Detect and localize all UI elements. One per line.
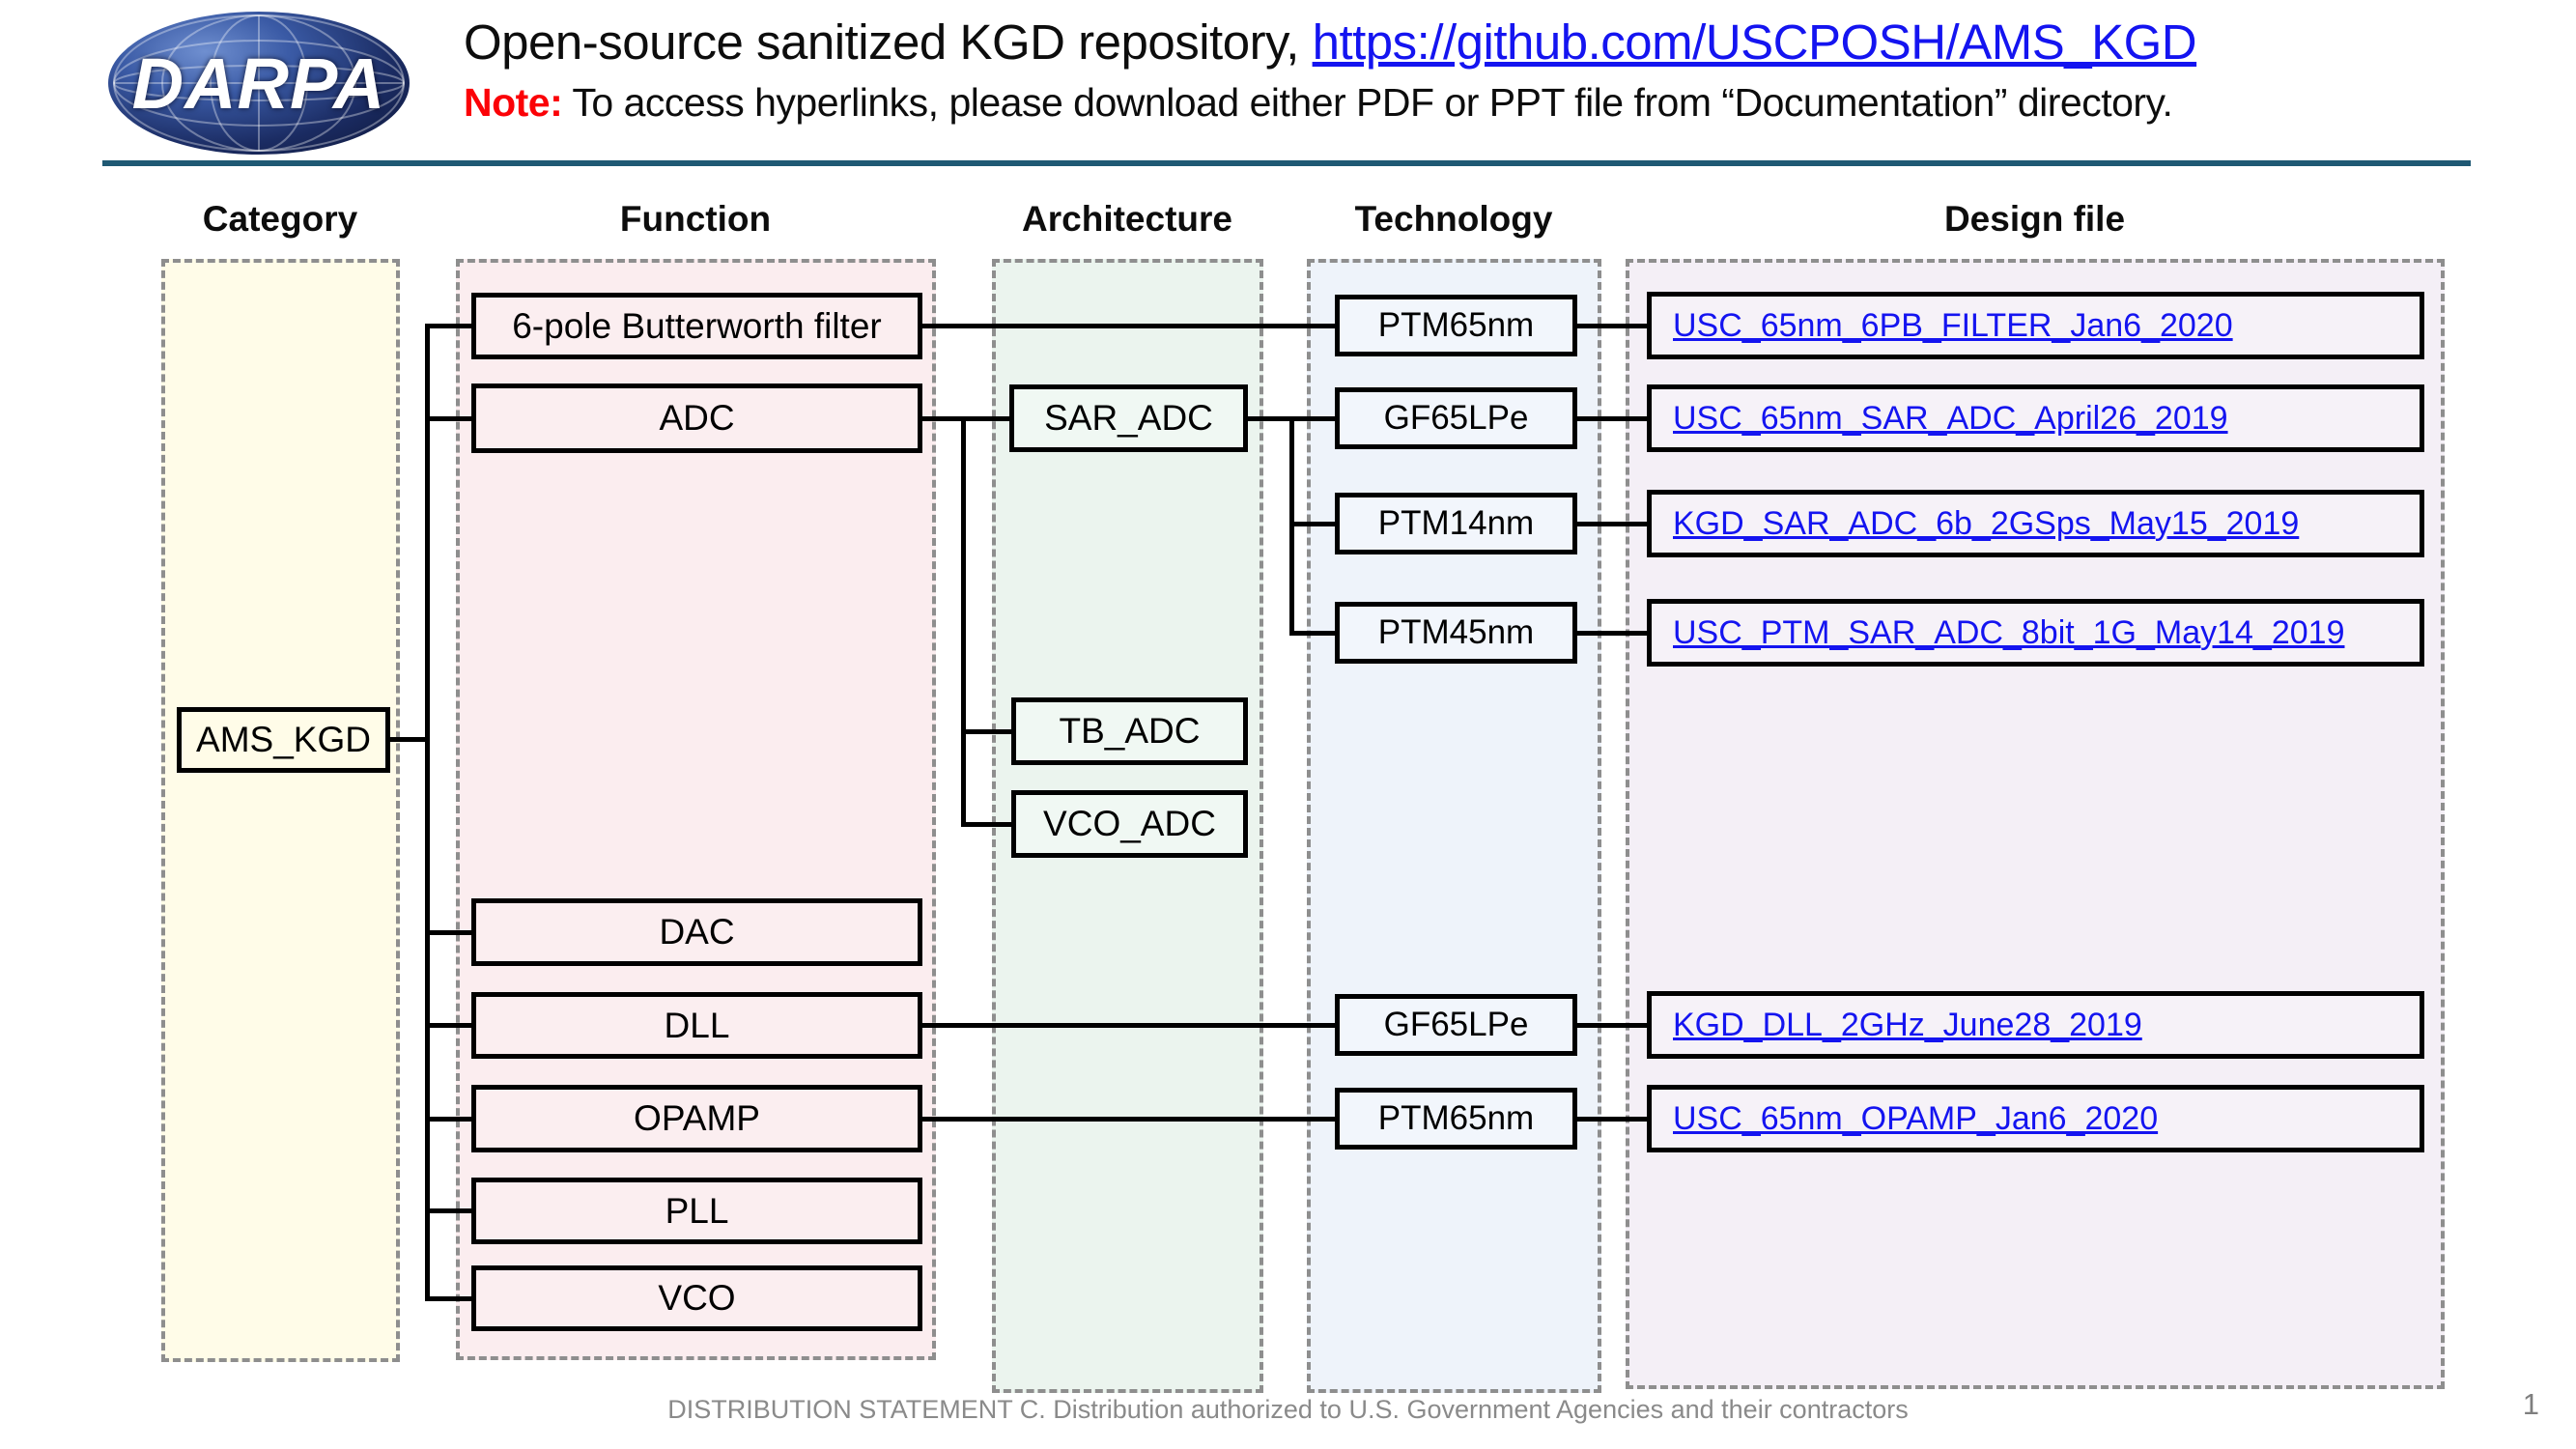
connector-sar-gf65 xyxy=(1248,416,1337,421)
node-file-opamp: USC_65nm_OPAMP_Jan6_2020 xyxy=(1647,1085,2424,1152)
node-vco-adc: VCO_ADC xyxy=(1011,790,1248,858)
node-tech-ptm45nm: PTM45nm xyxy=(1335,602,1577,664)
node-opamp: OPAMP xyxy=(471,1085,922,1152)
darpa-logo-text: DARPA xyxy=(131,43,386,124)
design-file-link-sar-adc[interactable]: USC_65nm_SAR_ADC_April26_2019 xyxy=(1673,399,2228,437)
design-file-link-opamp[interactable]: USC_65nm_OPAMP_Jan6_2020 xyxy=(1673,1099,2159,1137)
page-number: 1 xyxy=(2522,1387,2539,1421)
node-adc: ADC xyxy=(471,384,922,453)
node-vco: VCO xyxy=(471,1265,922,1331)
connector-opamp-ptm65 xyxy=(922,1117,1337,1122)
node-dac: DAC xyxy=(471,898,922,966)
connector-gf65-file xyxy=(1577,416,1649,421)
repository-link[interactable]: https://github.com/USCPOSH/AMS_KGD xyxy=(1312,14,2197,70)
column-header-design-file: Design file xyxy=(1943,199,2126,239)
design-file-link-ptm14[interactable]: KGD_SAR_ADC_6b_2GSps_May15_2019 xyxy=(1673,504,2300,542)
node-butterworth-filter: 6-pole Butterworth filter xyxy=(471,293,922,359)
title-text: Open-source sanitized KGD repository, xyxy=(464,14,1313,70)
connector-adc-trunk xyxy=(961,416,966,827)
connector-branch-vco xyxy=(425,1296,473,1301)
node-tech-ptm65nm-filter: PTM65nm xyxy=(1335,295,1577,356)
column-category xyxy=(161,259,400,1362)
column-header-technology: Technology xyxy=(1354,199,1553,239)
connector-ptm14-file xyxy=(1577,522,1649,526)
darpa-logo: DARPA xyxy=(108,12,410,155)
node-ams-kgd: AMS_KGD xyxy=(177,707,390,773)
node-tech-ptm14nm: PTM14nm xyxy=(1335,493,1577,554)
connector-branch-dac xyxy=(425,930,473,935)
distribution-statement: DISTRIBUTION STATEMENT C. Distribution a… xyxy=(667,1395,1909,1424)
node-file-filter: USC_65nm_6PB_FILTER_Jan6_2020 xyxy=(1647,292,2424,359)
connector-ptm65opamp-file xyxy=(1577,1117,1649,1122)
node-pll: PLL xyxy=(471,1178,922,1244)
node-tech-gf65lpe-sar: GF65LPe xyxy=(1335,387,1577,449)
connector-branch-ptm45 xyxy=(1289,631,1337,636)
connector-branch-dll xyxy=(425,1023,473,1028)
connector-ptm45-file xyxy=(1577,631,1649,636)
design-file-link-ptm45[interactable]: USC_PTM_SAR_ADC_8bit_1G_May14_2019 xyxy=(1673,613,2345,651)
connector-category-trunk xyxy=(425,324,430,1301)
design-file-link-dll[interactable]: KGD_DLL_2GHz_June28_2019 xyxy=(1673,1006,2142,1043)
connector-branch-vcoadc xyxy=(961,822,1013,827)
note-label: Note: xyxy=(464,80,563,125)
connector-filter-ptm65 xyxy=(922,324,1337,328)
node-dll: DLL xyxy=(471,992,922,1059)
column-header-architecture: Architecture xyxy=(1022,199,1232,239)
note-text: To access hyperlinks, please download ei… xyxy=(562,80,2173,125)
header-divider xyxy=(102,160,2471,166)
connector-dll-gf65 xyxy=(922,1023,1337,1028)
node-tech-ptm65nm-opamp: PTM65nm xyxy=(1335,1088,1577,1150)
connector-gf65dll-file xyxy=(1577,1023,1649,1028)
header-titles: Open-source sanitized KGD repository, ht… xyxy=(464,14,2492,126)
connector-adc-sar xyxy=(922,416,1011,421)
connector-branch-tbadc xyxy=(961,729,1013,734)
connector-branch-ptm14 xyxy=(1289,522,1337,526)
connector-branch-opamp xyxy=(425,1117,473,1122)
connector-ams-out xyxy=(389,737,430,742)
node-file-ptm45: USC_PTM_SAR_ADC_8bit_1G_May14_2019 xyxy=(1647,599,2424,667)
note-line: Note: To access hyperlinks, please downl… xyxy=(464,80,2492,126)
node-file-dll: KGD_DLL_2GHz_June28_2019 xyxy=(1647,991,2424,1059)
node-file-ptm14: KGD_SAR_ADC_6b_2GSps_May15_2019 xyxy=(1647,490,2424,557)
connector-ptm65-file xyxy=(1577,324,1649,328)
connector-branch-pll xyxy=(425,1208,473,1213)
node-file-sar-adc: USC_65nm_SAR_ADC_April26_2019 xyxy=(1647,384,2424,452)
connector-branch-adc xyxy=(425,416,473,421)
node-sar-adc: SAR_ADC xyxy=(1009,384,1248,452)
design-file-link-filter[interactable]: USC_65nm_6PB_FILTER_Jan6_2020 xyxy=(1673,306,2233,344)
globe-grid-icon xyxy=(113,14,405,152)
node-tech-gf65lpe-dll: GF65LPe xyxy=(1335,994,1577,1056)
column-header-category: Category xyxy=(202,199,358,239)
node-tb-adc: TB_ADC xyxy=(1011,697,1248,765)
connector-branch-filter xyxy=(425,324,473,328)
page-title: Open-source sanitized KGD repository, ht… xyxy=(464,14,2492,71)
column-header-function: Function xyxy=(619,199,772,239)
